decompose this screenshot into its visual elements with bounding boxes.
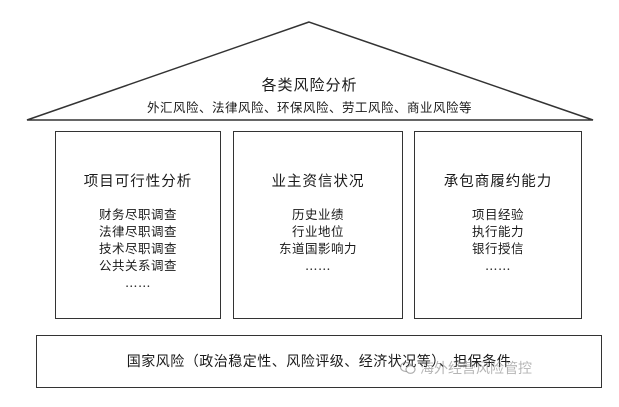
pillar-contractor-capability: 承包商履约能力 项目经验 执行能力 银行授信 …… bbox=[414, 131, 582, 319]
pillar-title: 项目可行性分析 bbox=[83, 174, 193, 190]
roof-subtitle: 外汇风险、法律风险、环保风险、劳工风险、商业风险等 bbox=[146, 100, 472, 115]
pillar-item-list: 财务尽职调查 法律尽职调查 技术尽职调查 公共关系调查 …… bbox=[56, 206, 220, 291]
roof-title: 各类风险分析 bbox=[261, 76, 358, 94]
list-item: 技术尽职调查 bbox=[98, 241, 177, 256]
wechat-icon bbox=[400, 361, 416, 374]
pillar-item-list: 历史业绩 行业地位 东道国影响力 …… bbox=[234, 206, 402, 274]
watermark-text: 海外经营风险管控 bbox=[420, 361, 532, 377]
list-item: 银行授信 bbox=[471, 241, 524, 256]
pillar-title: 承包商履约能力 bbox=[443, 174, 553, 190]
list-item: 东道国影响力 bbox=[278, 241, 357, 256]
list-item: 财务尽职调查 bbox=[98, 207, 177, 222]
list-item: …… bbox=[305, 258, 331, 273]
foundation-base: 国家风险（政治稳定性、风险评级、经济状况等）、担保条件 bbox=[36, 335, 602, 388]
pillar-item-list: 项目经验 执行能力 银行授信 …… bbox=[415, 206, 581, 274]
list-item: 行业地位 bbox=[291, 224, 344, 239]
watermark: 海外经营风险管控 bbox=[400, 358, 532, 378]
pillar-title: 业主资信状况 bbox=[271, 174, 365, 190]
list-item: 公共关系调查 bbox=[98, 258, 177, 273]
pillar-project-feasibility: 项目可行性分析 财务尽职调查 法律尽职调查 技术尽职调查 公共关系调查 …… bbox=[55, 131, 221, 319]
list-item: 项目经验 bbox=[471, 207, 524, 222]
pillar-owner-credit: 业主资信状况 历史业绩 行业地位 东道国影响力 …… bbox=[233, 131, 403, 319]
list-item: …… bbox=[125, 275, 151, 290]
list-item: 执行能力 bbox=[471, 224, 524, 239]
list-item: 法律尽职调查 bbox=[98, 224, 177, 239]
foundation-text: 国家风险（政治稳定性、风险评级、经济状况等）、担保条件 bbox=[126, 354, 512, 370]
list-item: …… bbox=[485, 258, 511, 273]
list-item: 历史业绩 bbox=[291, 207, 344, 222]
